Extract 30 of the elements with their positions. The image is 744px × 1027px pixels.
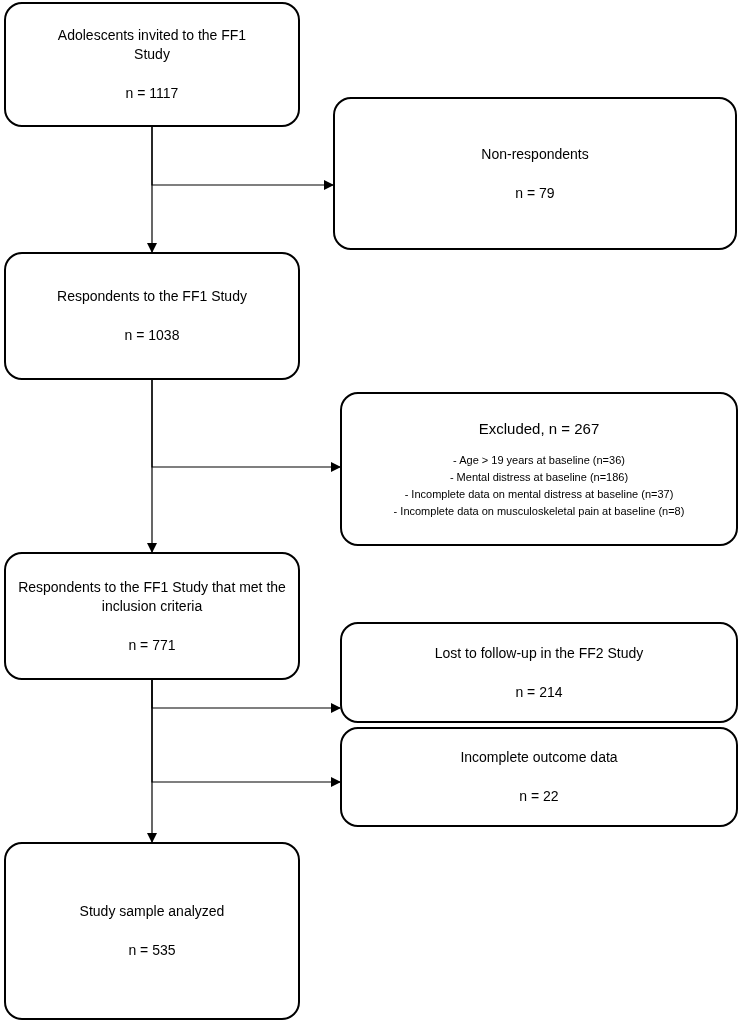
box-heading: Non-respondents [481, 144, 589, 164]
exclusion-item: - Mental distress at baseline (n=186) [449, 470, 629, 486]
process-box [333, 97, 737, 250]
count-text: n = 1038 [124, 326, 180, 345]
process-box [4, 252, 300, 380]
exclusion-item: - Incomplete data on musculoskeletal pain at baseline (n=8) [393, 504, 685, 520]
box-heading: Study sample analyzed [79, 902, 225, 921]
arrow [151, 379, 341, 472]
process-box [340, 392, 738, 546]
count-text: n = 771 [128, 635, 176, 655]
box-heading: Excluded, n = 267 [478, 418, 600, 439]
count-text: n = 22 [519, 787, 559, 806]
process-box [4, 552, 300, 680]
box-heading: Incomplete outcome data [460, 748, 618, 767]
box-heading: Respondents to the FF1 Study [57, 287, 247, 306]
box-heading: Respondents to the FF1 Study that met the inclusion criteria [18, 577, 286, 616]
arrow [151, 126, 334, 190]
count-text: n = 79 [515, 183, 555, 203]
count-text: n = 535 [128, 941, 176, 960]
process-box [4, 2, 300, 127]
count-text: n = 214 [515, 682, 563, 702]
process-box [340, 622, 738, 723]
process-box [4, 842, 300, 1020]
count-text: n = 1117 [125, 84, 179, 103]
box-heading: Adolescents invited to the FF1 Study [57, 26, 247, 64]
exclusion-item: - Age > 19 years at baseline (n=36) [453, 453, 625, 469]
arrow [151, 679, 341, 787]
exclusion-item: - Incomplete data on mental distress at baseline (n=37) [404, 487, 674, 503]
box-heading: Lost to follow-up in the FF2 Study [434, 643, 644, 663]
process-box [340, 727, 738, 827]
